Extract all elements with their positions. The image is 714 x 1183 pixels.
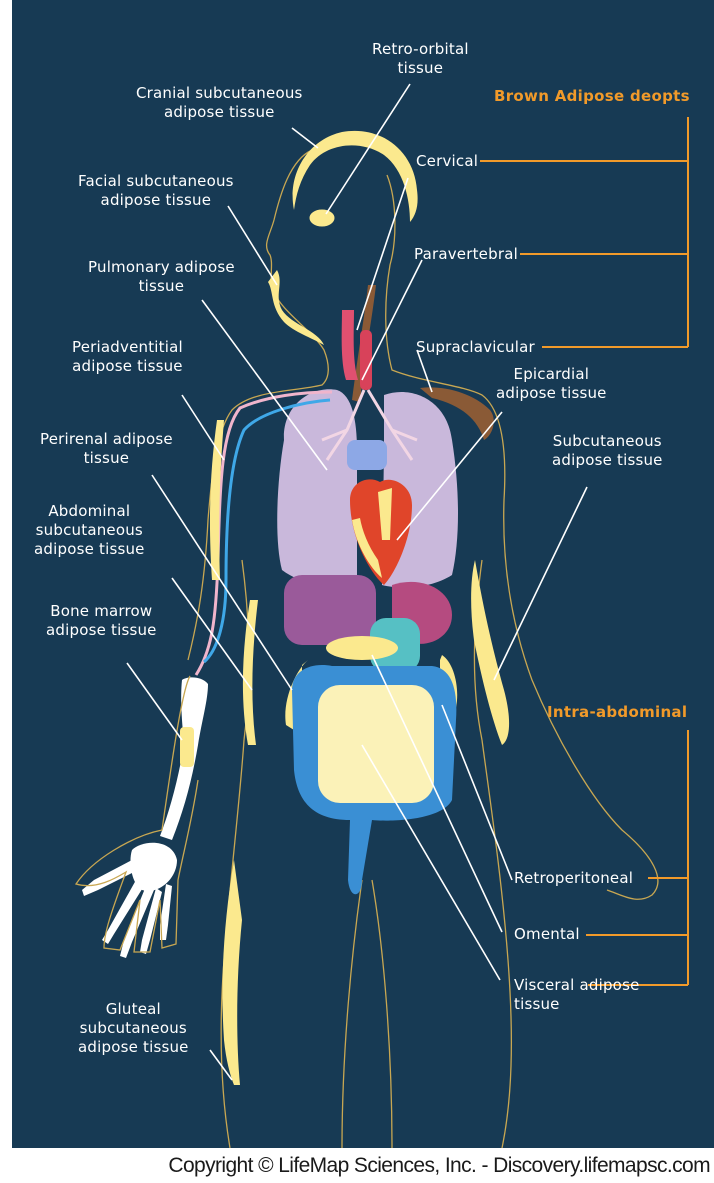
omental-fat [326, 636, 398, 660]
abdominal-subcutaneous-fat [243, 600, 258, 745]
cranial-fat [293, 131, 418, 222]
copyright-text: Copyright © LifeMap Sciences, Inc. - Dis… [0, 1148, 714, 1183]
liver [284, 575, 376, 645]
gluteal-fat [222, 860, 242, 1085]
facial-fat [268, 270, 324, 345]
periadventitial-fat-strip [210, 420, 224, 580]
label-paravertebral: Paravertebral [414, 245, 518, 264]
thymus [347, 440, 387, 470]
label-supraclavicular: Supraclavicular [416, 338, 535, 357]
small-intestine-visceral-fat [318, 685, 434, 803]
aorta [342, 310, 358, 380]
arm-skeleton [82, 677, 208, 958]
trachea [360, 330, 372, 390]
retro-orbital-fat [308, 208, 336, 228]
label-cervical: Cervical [416, 152, 478, 171]
label-omental: Omental [514, 925, 580, 944]
label-retroperitoneal: Retroperitoneal [514, 869, 633, 888]
subcutaneous-fat-right-arm [471, 560, 509, 745]
heading-brown-adipose: Brown Adipose deopts [494, 87, 690, 105]
heading-intra-abdominal: Intra-abdominal [547, 703, 687, 721]
